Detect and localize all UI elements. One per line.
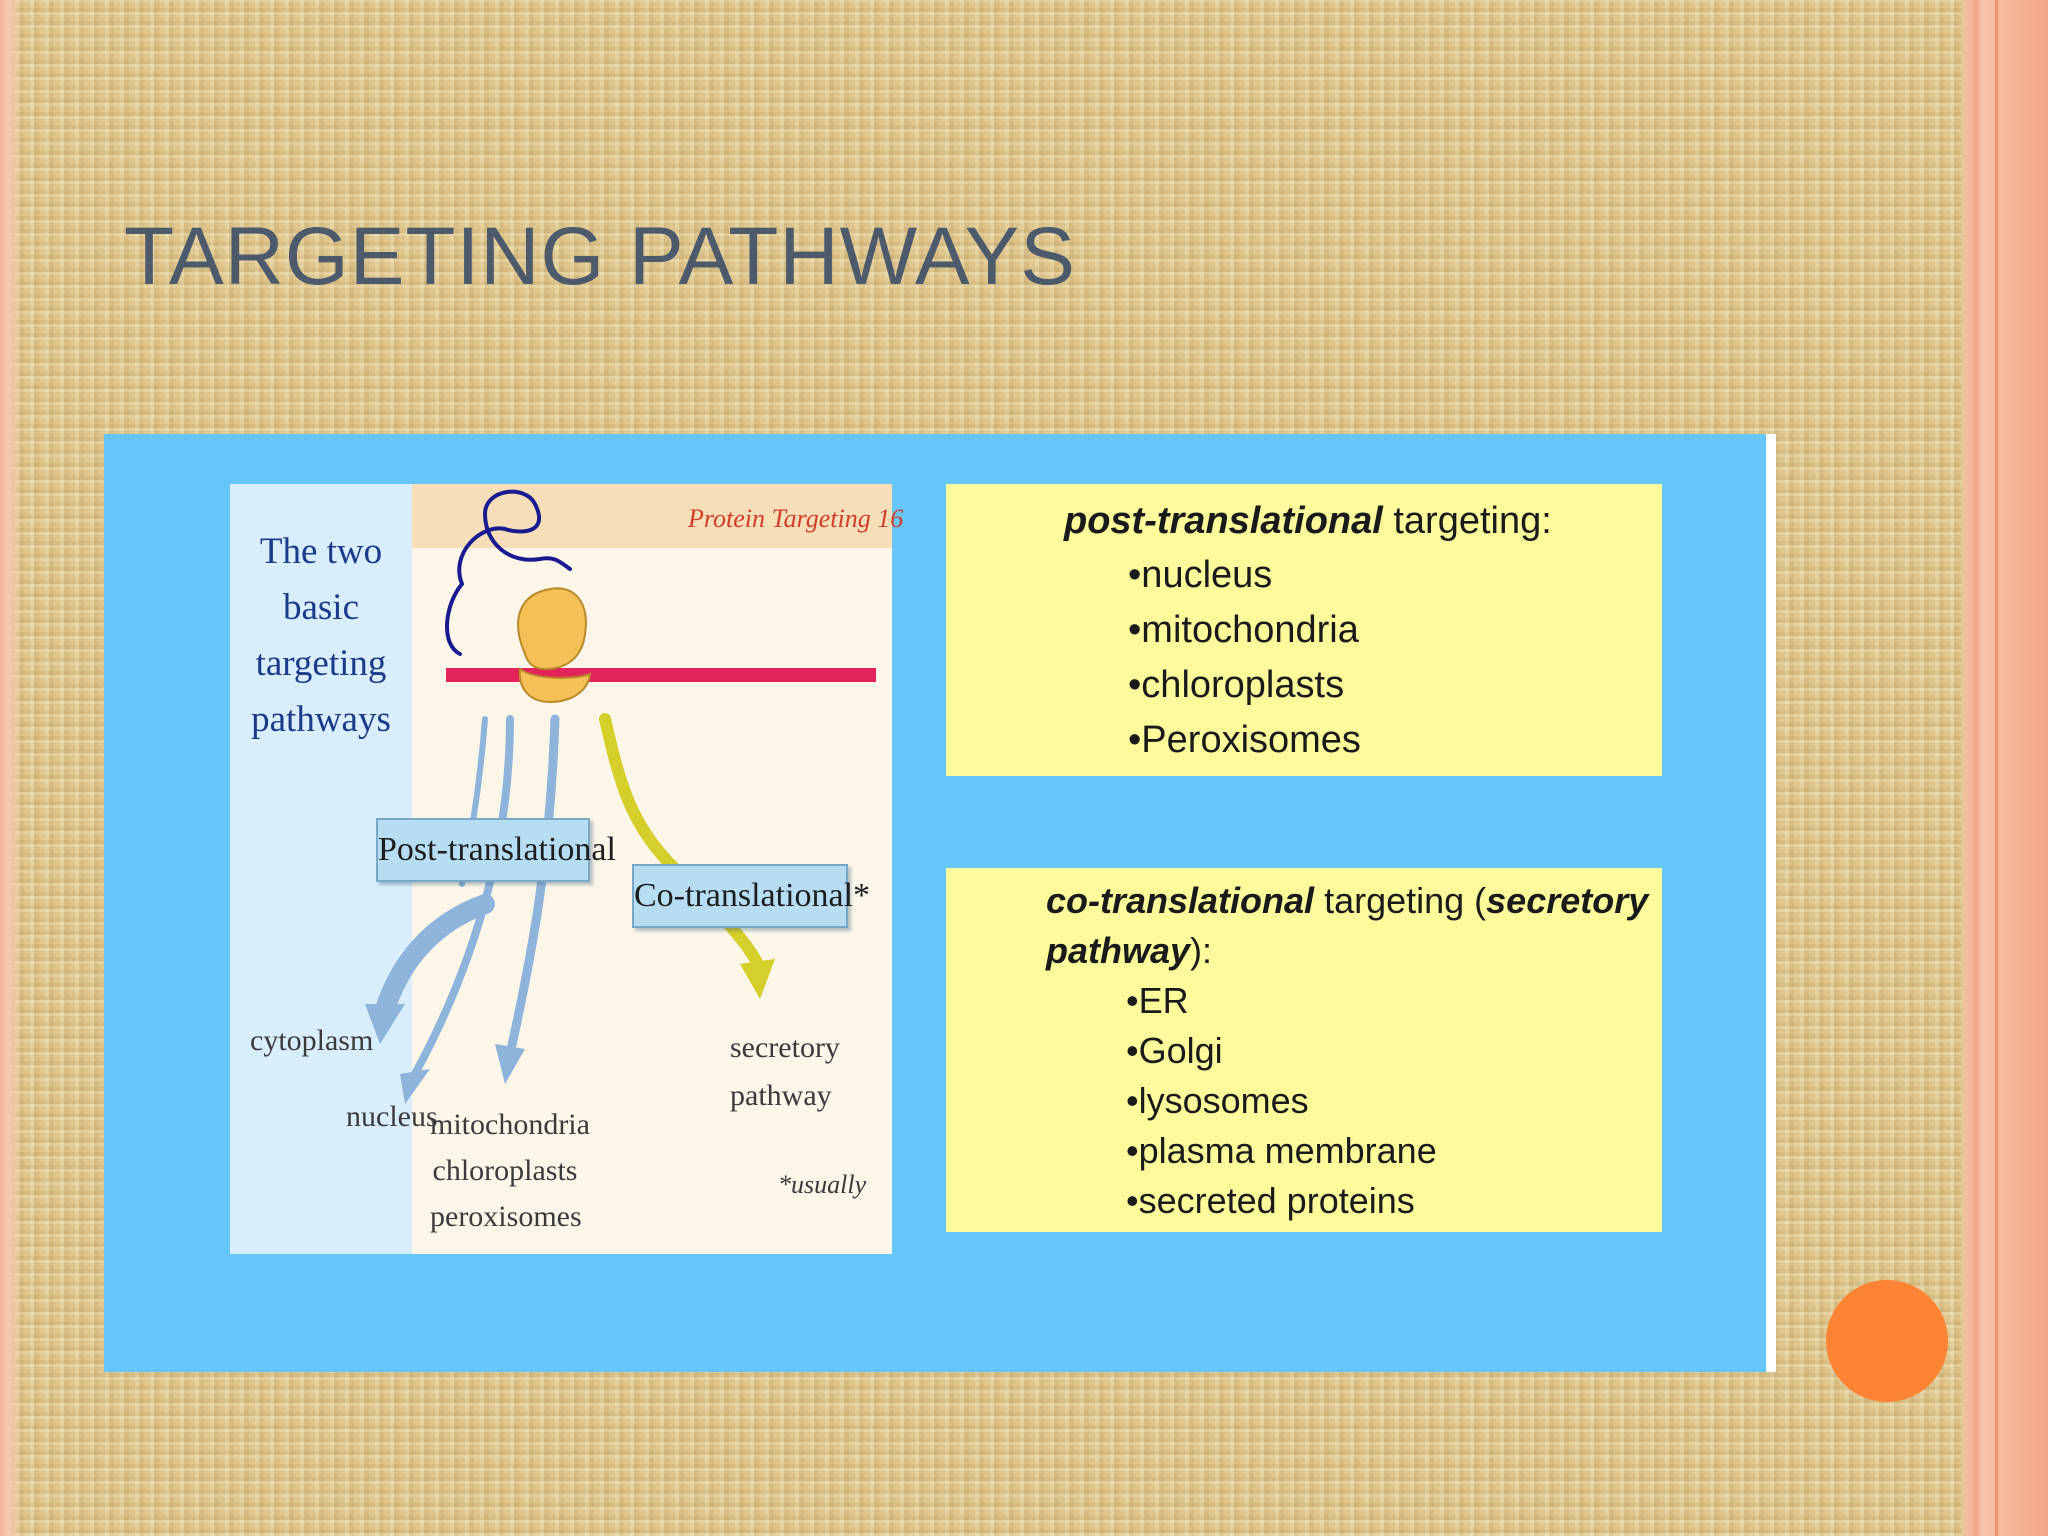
- co-translational-label: Co-translational*: [632, 864, 870, 928]
- organelle-line: mitochondria: [430, 1108, 590, 1141]
- post-heading-rest: targeting:: [1382, 500, 1552, 542]
- left-border-stripe: [0, 0, 22, 1536]
- membrane-bar: [446, 668, 876, 682]
- co-translational-box: co-translational targeting (secretory pa…: [946, 868, 1662, 1232]
- post-box-heading: post-translational targeting:: [1064, 500, 1552, 543]
- post-translational-arrows: [375, 714, 560, 1078]
- slide-title: TARGETING PATHWAYS: [124, 211, 1076, 302]
- slide-decoration-dot: [1826, 1280, 1948, 1402]
- diagram-side-caption: The two basic targeting pathways: [230, 524, 412, 748]
- post-box-item: •Peroxisomes: [1128, 719, 1361, 761]
- ribosome-icon: [517, 587, 592, 704]
- side-caption-line: basic: [282, 587, 360, 628]
- co-heading-line2-rest: ):: [1190, 930, 1213, 971]
- co-heading-secretory: secretory: [1486, 880, 1649, 921]
- right-border-line: [1995, 0, 1998, 1536]
- post-arrowheads: [365, 1004, 525, 1104]
- co-box-item: •ER: [1126, 980, 1189, 1021]
- right-border-line-inner: [1972, 0, 1974, 1536]
- co-box-item: •secreted proteins: [1126, 1180, 1415, 1221]
- co-heading-pathway: pathway: [1046, 930, 1191, 971]
- post-box-item: •chloroplasts: [1128, 664, 1345, 706]
- side-caption-line: The two: [259, 531, 383, 572]
- co-heading-mid: targeting (: [1314, 880, 1487, 921]
- co-heading-emphasis: co-translational: [1046, 880, 1315, 921]
- co-box-heading-line1: co-translational targeting (secretory: [1046, 880, 1648, 922]
- post-box-item: •mitochondria: [1128, 609, 1359, 651]
- destination-organelles: mitochondria chloroplasts peroxisomes: [430, 1102, 590, 1240]
- post-heading-emphasis: post-translational: [1064, 500, 1383, 542]
- secretory-line: secretory: [730, 1031, 840, 1064]
- post-box-item: •nucleus: [1128, 554, 1273, 596]
- targeting-diagram: The two basic targeting pathways Protein…: [230, 484, 903, 1254]
- diagram-watermark: Protein Targeting 16: [688, 504, 904, 533]
- co-box-item: •lysosomes: [1126, 1080, 1309, 1121]
- organelle-line: chloroplasts: [432, 1154, 578, 1187]
- side-caption-line: targeting: [255, 643, 387, 684]
- post-translational-box: post-translational targeting: •nucleus •…: [946, 484, 1662, 776]
- co-arrowhead: [740, 959, 775, 999]
- destination-secretory: secretory pathway: [730, 1024, 840, 1120]
- co-translational-arrow: [599, 713, 766, 975]
- right-border-band: [1962, 0, 2048, 1536]
- destination-cytoplasm: cytoplasm: [250, 1024, 374, 1057]
- diagram-footnote: *usually: [778, 1170, 867, 1199]
- co-box-item: •Golgi: [1126, 1030, 1223, 1071]
- mrna-strand-icon: [445, 489, 572, 656]
- secretory-line: pathway: [730, 1079, 832, 1112]
- organelle-line: peroxisomes: [430, 1200, 582, 1233]
- destination-nucleus: nucleus: [346, 1100, 438, 1133]
- co-box-item: •plasma membrane: [1126, 1130, 1437, 1171]
- side-caption-line: pathways: [251, 699, 391, 740]
- post-translational-label: Post-translational: [376, 818, 616, 882]
- co-box-heading-line2: pathway):: [1046, 930, 1212, 972]
